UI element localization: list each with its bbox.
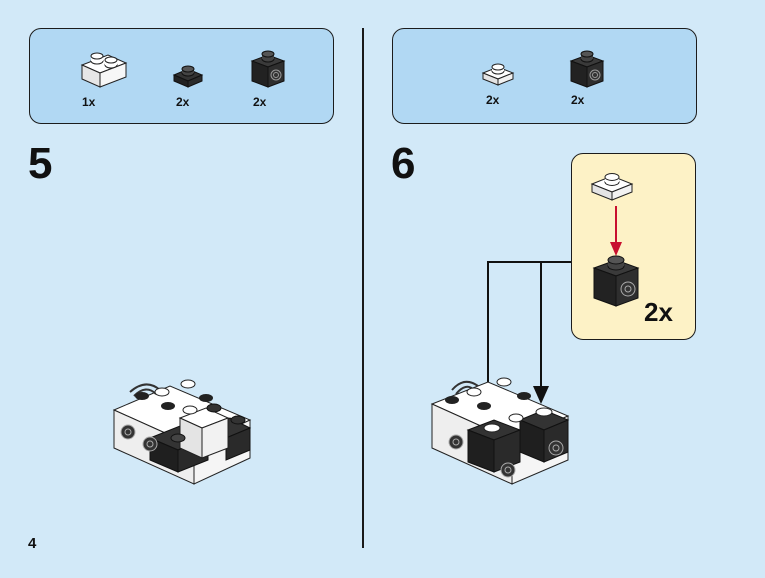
red-arrow-icon bbox=[610, 206, 622, 256]
white-brick-1x2-icon bbox=[80, 52, 128, 88]
black-plate-1x1-icon bbox=[172, 65, 204, 88]
page-number: 4 bbox=[28, 535, 37, 552]
step6-parts-box: 2x 2x bbox=[392, 28, 697, 124]
sub-assembly-callout: 2x bbox=[571, 153, 696, 340]
step-number: 6 bbox=[391, 139, 416, 188]
step5-model-illustration bbox=[112, 379, 252, 485]
white-plate-1x1-icon bbox=[481, 63, 515, 86]
black-brick-with-stud-side-icon bbox=[569, 50, 605, 88]
part-qty: 2x bbox=[253, 95, 267, 109]
black-brick-with-stud-side-icon bbox=[592, 255, 640, 307]
page-divider bbox=[362, 28, 364, 548]
part-qty: 2x bbox=[176, 95, 190, 109]
white-plate-1x1-icon bbox=[590, 173, 634, 201]
part-qty: 2x bbox=[486, 93, 500, 107]
part-qty: 1x bbox=[82, 95, 96, 109]
step-number: 5 bbox=[28, 139, 53, 188]
step5-parts-box: 1x 2x 2x bbox=[29, 28, 334, 124]
step6-model-illustration bbox=[430, 377, 570, 485]
black-brick-with-stud-side-icon bbox=[250, 50, 286, 88]
part-qty: 2x bbox=[571, 93, 585, 107]
callout-qty: 2x bbox=[644, 297, 673, 327]
